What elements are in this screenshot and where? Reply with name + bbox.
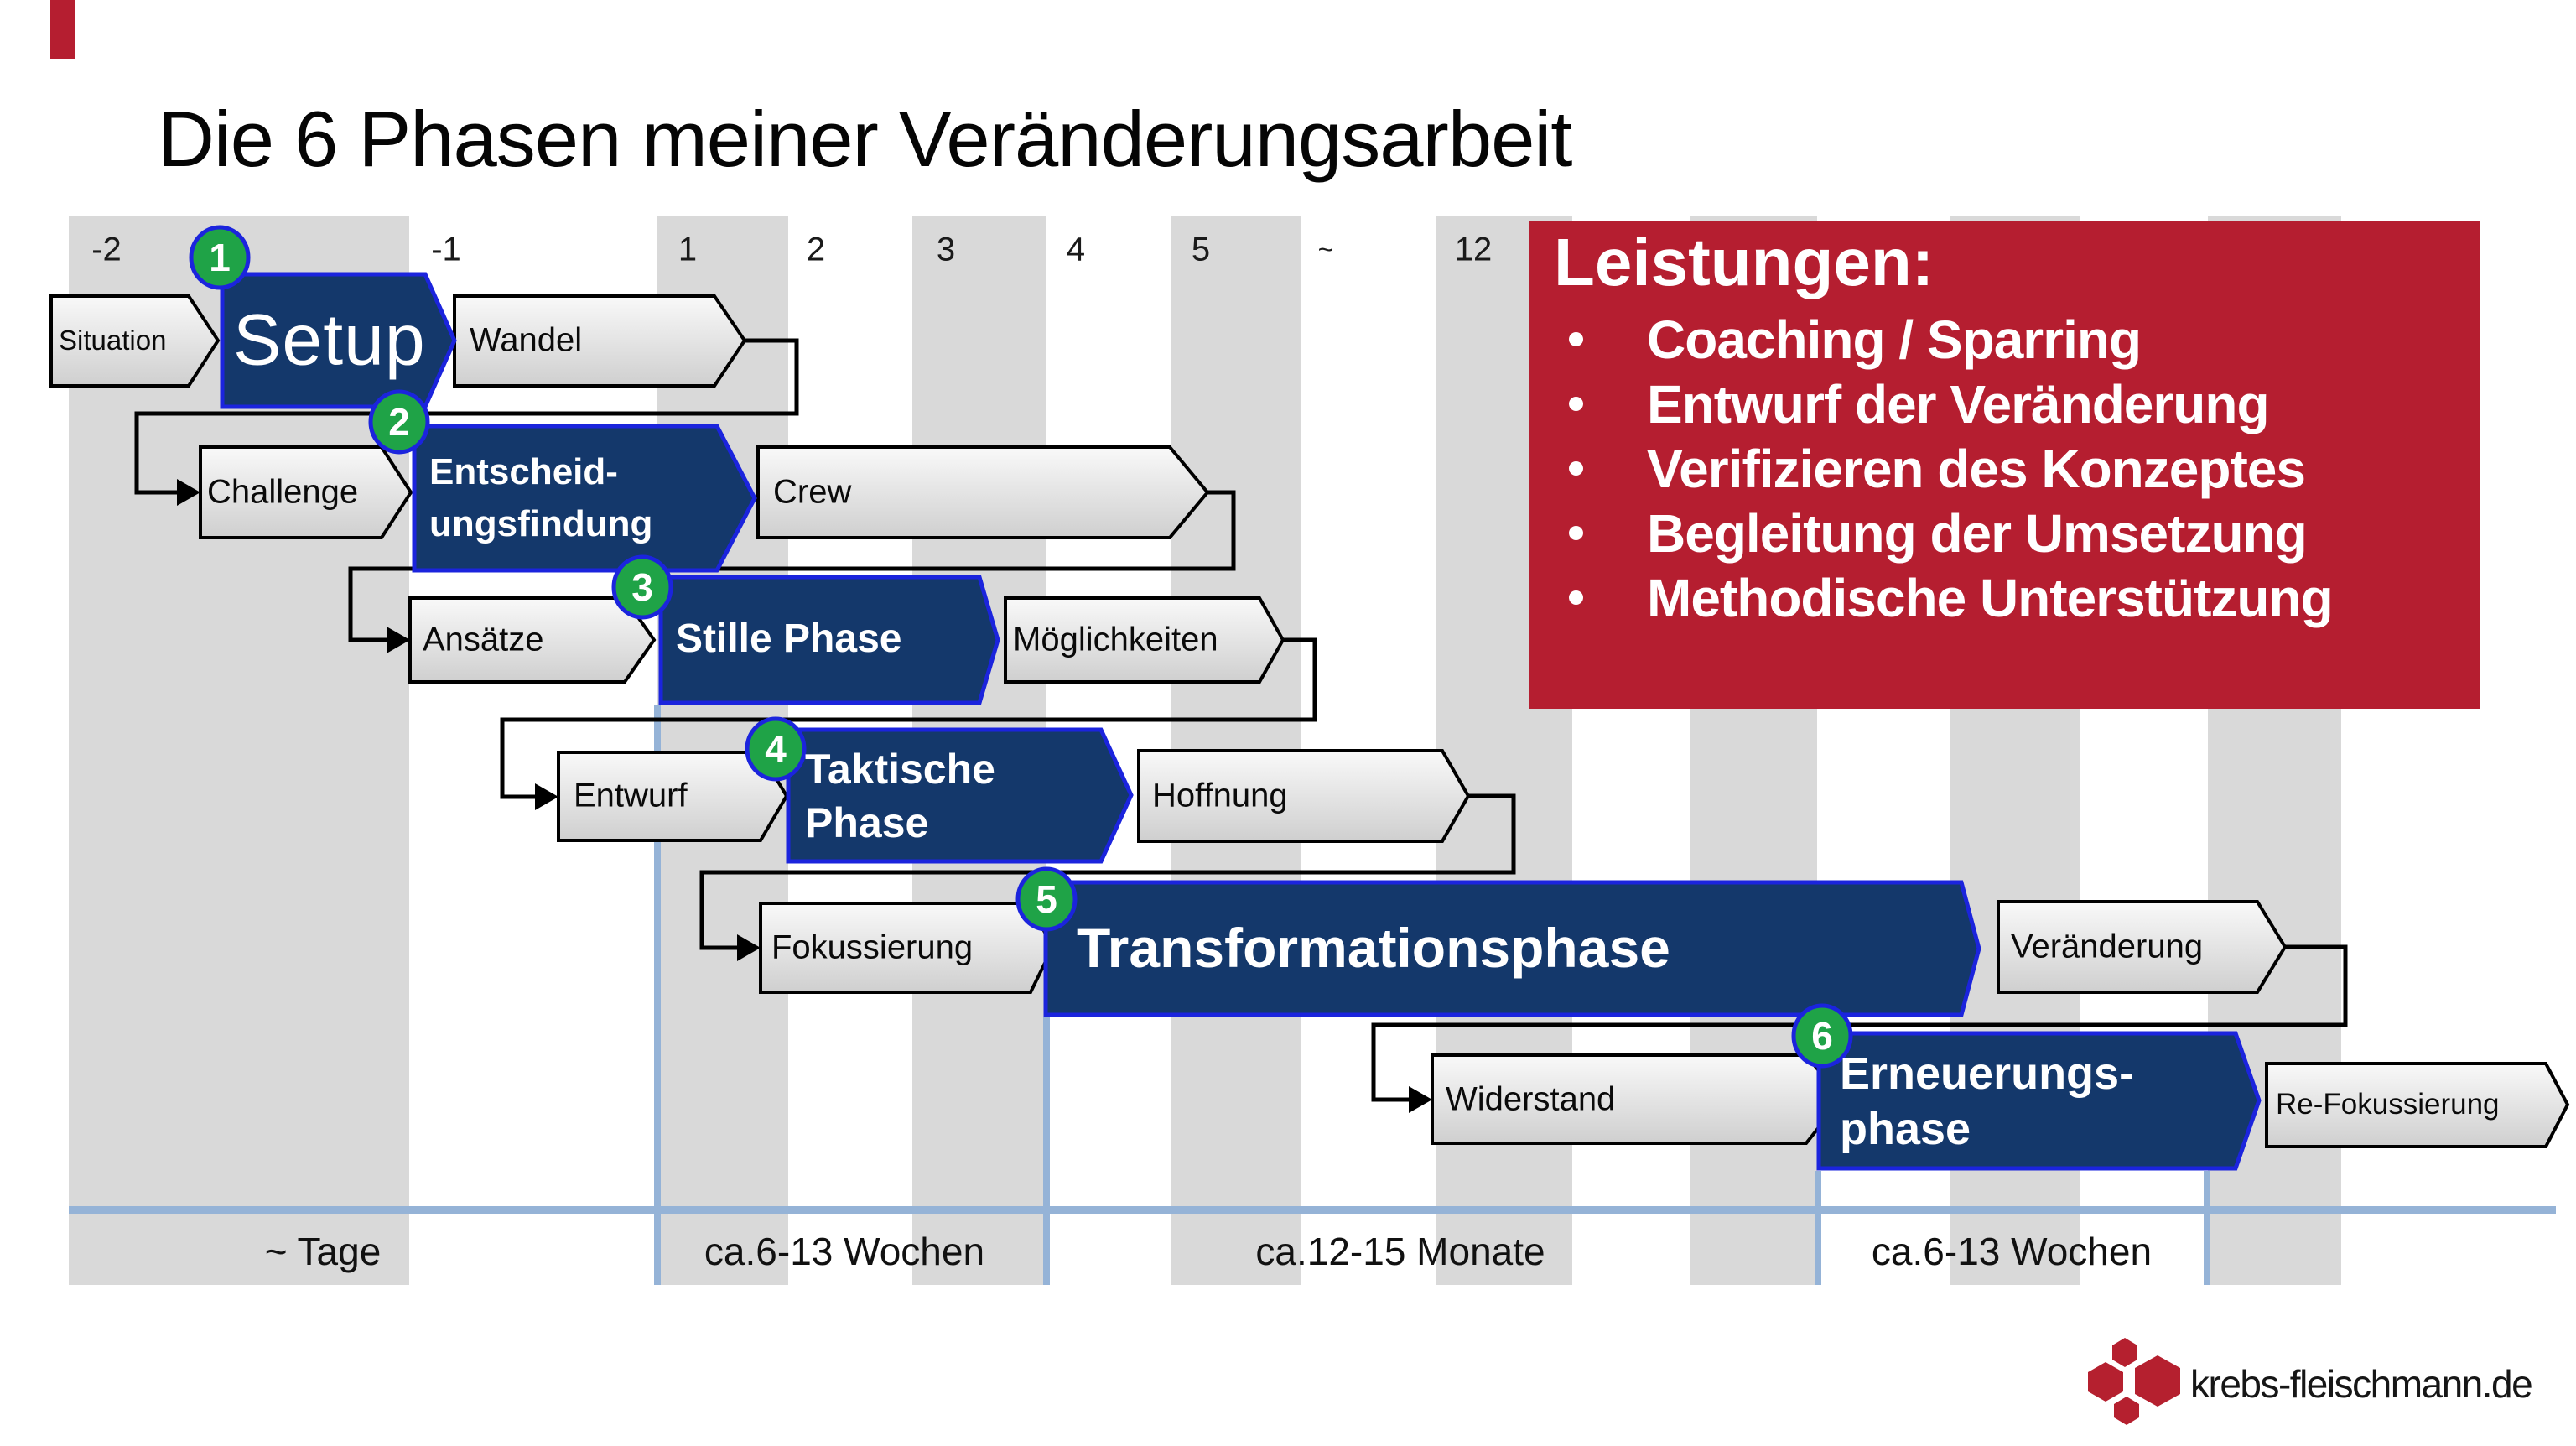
artifact-shape-challenge [199, 445, 413, 539]
artifact-shape-wandel [453, 294, 747, 388]
artifact-label-entwurf: Entwurf [574, 777, 688, 814]
phase-badge-2: 2 [388, 400, 410, 444]
duration-label-tage: ~ Tage [264, 1230, 382, 1273]
artifact-shape-ansaetze [408, 596, 657, 684]
column-label-4: 4 [1066, 231, 1086, 268]
duration-label-wochen-2: ca.6-13 Wochen [1871, 1230, 2153, 1273]
services-panel: Leistungen: Coaching / Sparring Entwurf … [1529, 221, 2480, 709]
artifact-shape-entwurf [557, 751, 789, 842]
phase-badge-3: 3 [631, 565, 653, 609]
phase-shape-taktische-phase [786, 727, 1134, 864]
phase-shape-setup [220, 272, 457, 409]
artifact-shape-fokussierung [759, 902, 1055, 994]
bullet-icon [1569, 461, 1583, 476]
phase-shape-erneuerungsphase [1816, 1031, 2262, 1171]
phase-label-erneuerungsphase: Erneuerungs- phase [1840, 1048, 2135, 1154]
flow-connectors [134, 338, 2348, 1102]
time-axis-lines [69, 705, 2556, 1285]
phase-badge-1: 1 [209, 236, 231, 279]
phase-shape-stille-phase [658, 575, 1000, 705]
phase-label-setup: Setup [233, 299, 426, 381]
service-item: Entwurf der Veränderung [1529, 372, 2451, 436]
artifact-shape-crew [756, 445, 1210, 539]
column-label-2: 2 [806, 231, 826, 268]
artifact-label-hoffnung: Hoffnung [1152, 777, 1288, 814]
artifact-label-fokussierung: Fokussierung [771, 928, 974, 966]
artifact-label-refokussierung: Re-Fokussierung [2276, 1088, 2500, 1121]
artifact-label-wandel: Wandel [470, 321, 583, 359]
page-title: Die 6 Phasen meiner Veränderungsarbeit [158, 95, 1572, 183]
column-label-5: 5 [1191, 231, 1211, 268]
phase-label-entscheidungsfindung: Entscheid- ungsfindung [429, 451, 653, 544]
duration-label-monate: ca.12-15 Monate [1255, 1230, 1545, 1273]
artifact-shape-moeglichkeiten [1004, 596, 1285, 684]
duration-label-wochen-1: ca.6-13 Wochen [704, 1230, 985, 1273]
phase-badges [189, 225, 1853, 1069]
phase-label-transformationsphase: Transformationsphase [1077, 916, 1670, 979]
artifact-label-widerstand: Widerstand [1446, 1080, 1616, 1118]
service-item: Coaching / Sparring [1529, 307, 2451, 372]
artifact-label-situation: Situation [59, 325, 167, 356]
column-label-1: 1 [678, 231, 698, 268]
bullet-icon [1569, 332, 1583, 346]
column-label-minus1: -1 [431, 231, 461, 268]
logo-text: krebs-fleischmann.de [2190, 1362, 2533, 1406]
logo-hexagon-icon [2088, 1338, 2180, 1425]
phase-shape-transformationsphase [1043, 880, 1981, 1017]
artifact-label-moeglichkeiten: Möglichkeiten [1013, 621, 1218, 658]
service-item: Begleitung der Umsetzung [1529, 501, 2451, 565]
column-label-minus2: -2 [91, 231, 122, 268]
artifact-label-ansaetze: Ansätze [423, 621, 544, 658]
artifact-label-crew: Crew [773, 473, 852, 511]
service-item: Methodische Unterstützung [1529, 565, 2451, 630]
phase-shape-entscheidungsfindung [412, 424, 757, 573]
bullet-icon [1569, 526, 1583, 540]
phase-label-taktische-phase: Taktische Phase [805, 746, 995, 846]
phase-arrows [220, 272, 2262, 1171]
bullet-icon [1569, 590, 1583, 605]
red-accent-bar [50, 0, 75, 59]
artifact-label-challenge: Challenge [207, 473, 359, 511]
bullet-icon [1569, 397, 1583, 411]
phase-badge-6: 6 [1811, 1014, 1833, 1058]
artifact-shape-hoffnung [1137, 749, 1471, 843]
artifact-arrows [49, 294, 2570, 1148]
artifact-shape-veraenderung [1997, 900, 2288, 994]
column-label-3: 3 [936, 231, 956, 268]
phase-badge-4: 4 [765, 727, 787, 771]
phase-badge-5: 5 [1036, 877, 1057, 921]
artifact-shape-situation [49, 294, 221, 388]
column-label-12: 12 [1454, 231, 1493, 268]
services-heading: Leistungen: [1554, 225, 1935, 299]
service-item: Verifizieren des Konzeptes [1529, 436, 2451, 501]
artifact-shape-refokussierung [2265, 1062, 2570, 1148]
phase-label-stille-phase: Stille Phase [676, 616, 902, 661]
connector-arrowheads [177, 479, 1432, 1113]
column-label-tilde: ~ [1317, 234, 1334, 265]
artifact-label-veraenderung: Veränderung [2011, 928, 2204, 965]
